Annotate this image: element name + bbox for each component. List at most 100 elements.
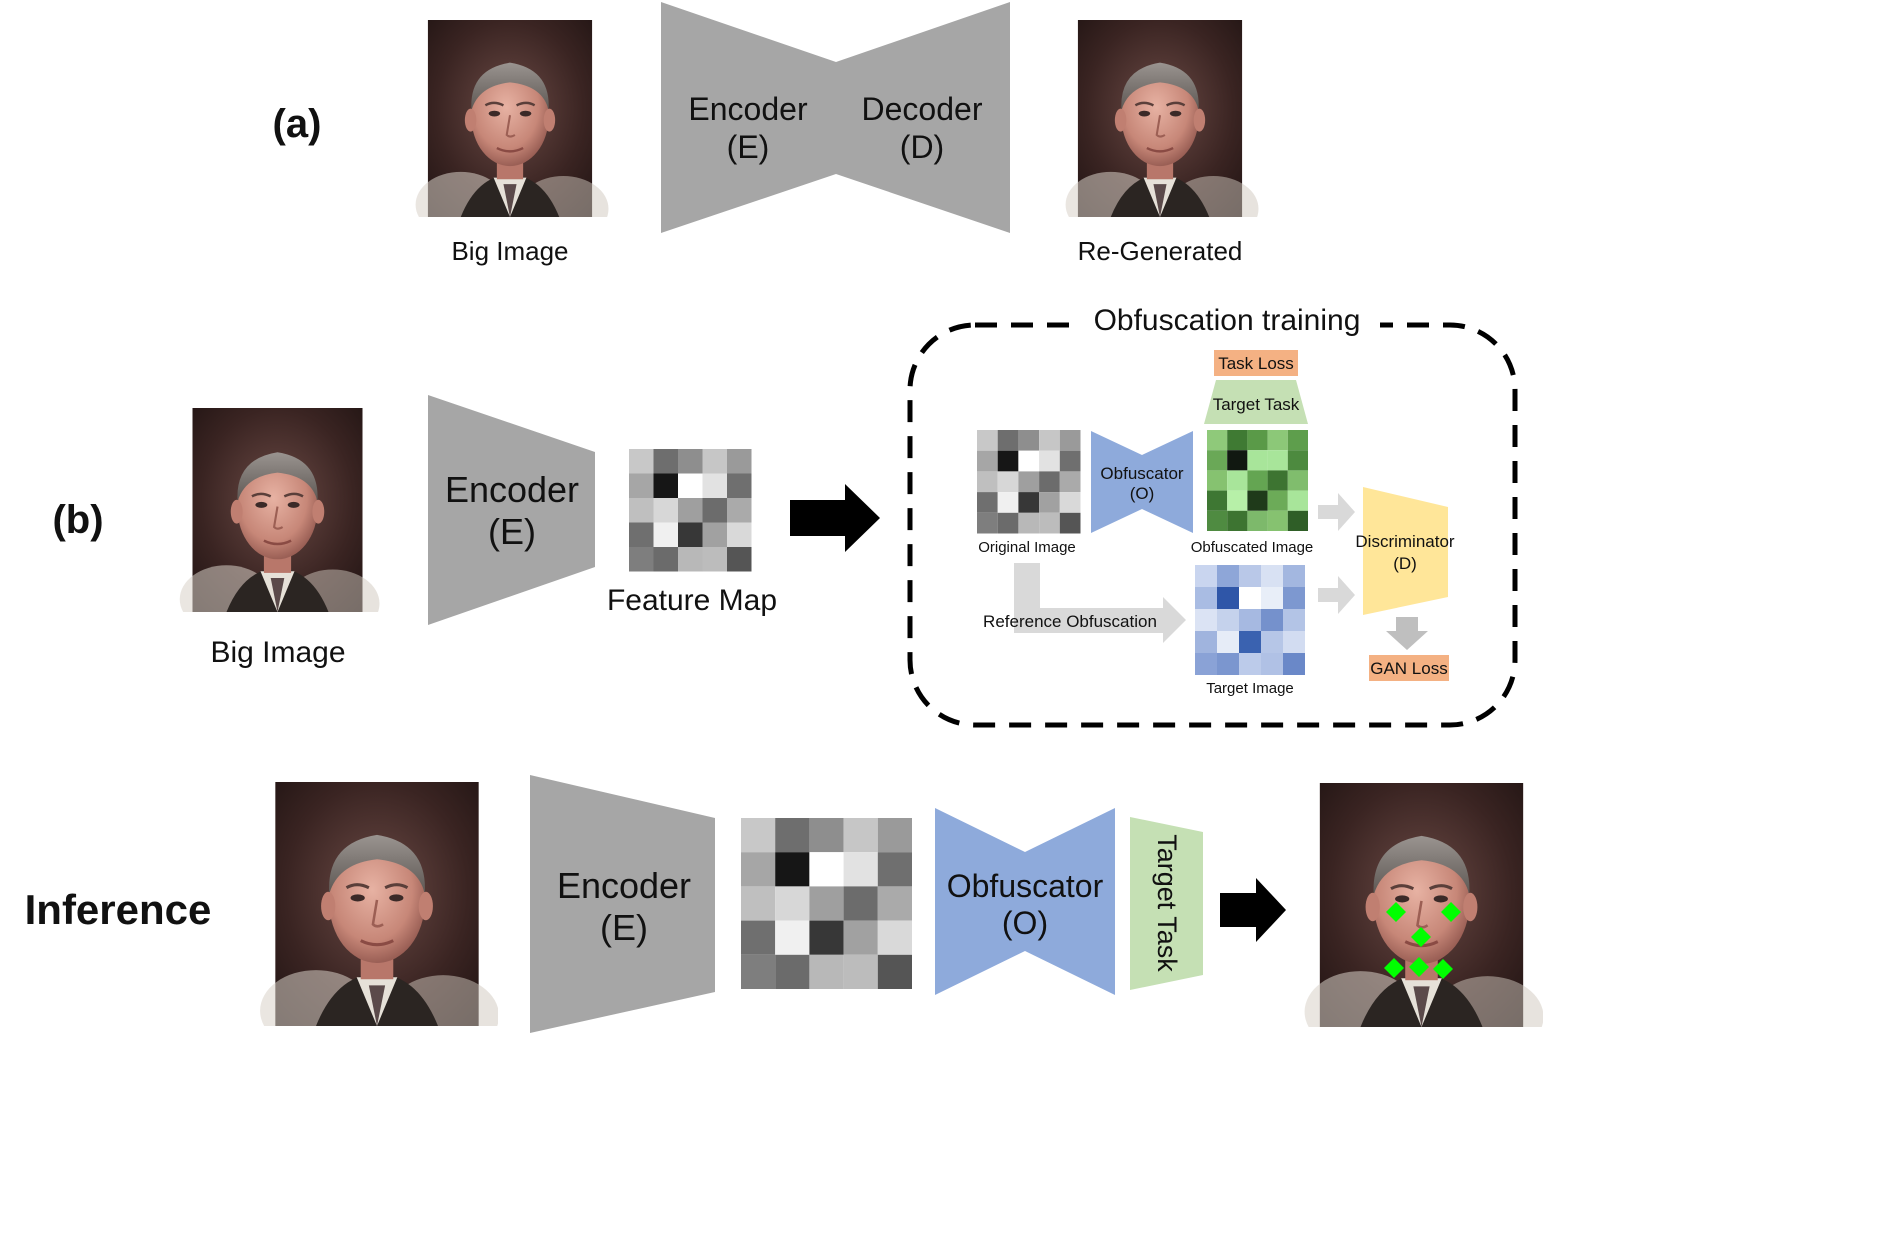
original-image-grid-cell: [1059, 512, 1081, 534]
inference-feature-map-cell: [877, 920, 912, 955]
row-b-feature-map-cell: [702, 522, 727, 547]
row-b-feature-map-cell: [653, 547, 678, 572]
row-b-feature-map-cell: [727, 547, 752, 572]
obfuscated-image-grid-cell: [1287, 450, 1308, 471]
target-image-grid-cell: [1283, 653, 1305, 675]
target-image-grid-cell: [1217, 609, 1239, 631]
inference-encoder-label: Encoder: [557, 865, 691, 906]
original-image-grid-cell: [997, 512, 1019, 534]
obfuscated-image-grid-cell: [1247, 430, 1268, 451]
reference-obfuscation-arrow: [1014, 563, 1186, 643]
row-b-feature-map-cell: [727, 473, 752, 498]
obfuscated-image-grid-cell: [1227, 470, 1248, 491]
obfuscated-image-grid-cell: [1267, 470, 1288, 491]
original-image-grid-cell: [1018, 450, 1040, 472]
original-image-grid-cell: [1039, 492, 1060, 513]
inference-feature-map-cell: [809, 954, 844, 989]
diamond-marker-icon: [1384, 958, 1404, 978]
row-a-input-photo: [414, 20, 611, 217]
obfuscated-image-grid-cell: [1207, 510, 1228, 531]
obfuscated-image-grid-cell: [1247, 510, 1268, 531]
diamond-marker-icon: [1411, 927, 1431, 947]
target-image-grid-cell: [1195, 653, 1217, 675]
row-a-autoencoder-shape: [661, 2, 1010, 233]
target-image-grid-cell: [1217, 631, 1239, 653]
inference-feature-map-cell: [877, 818, 912, 853]
inference-encoder-sub: (E): [600, 907, 648, 948]
row-b-feature-map: [629, 449, 752, 572]
row-b-feature-map-cell: [702, 473, 727, 498]
landmark-markers: [1384, 902, 1461, 979]
obfuscated-image-grid-cell: [1247, 470, 1268, 491]
inference-feature-map-cell: [877, 886, 912, 921]
row-b-tag: (b): [52, 498, 103, 542]
obfuscated-image-grid-cell: [1287, 470, 1308, 491]
inference-feature-map-cell: [809, 852, 844, 887]
obfuscated-to-discriminator-arrow: [1318, 493, 1355, 531]
discriminator-down-arrow: [1386, 617, 1428, 650]
inference-feature-map-cell: [843, 852, 878, 887]
original-image-grid-cell: [977, 450, 998, 472]
row-b-feature-map-cell: [727, 449, 752, 474]
original-image-grid-cell: [1059, 471, 1081, 493]
row-a-output-photo: [1064, 20, 1261, 217]
original-image-grid-cell: [1039, 450, 1060, 472]
row-a-input-caption: Big Image: [451, 236, 568, 266]
target-image-grid-cell: [1217, 587, 1239, 609]
training-title-backdrop: [1075, 302, 1380, 342]
diamond-marker-icon: [1433, 959, 1453, 979]
inference-feature-map-cell: [843, 818, 878, 853]
target-image-grid-cell: [1195, 609, 1217, 631]
original-image-grid-cell: [1039, 430, 1060, 451]
inference-feature-map-cell: [809, 920, 844, 955]
row-b-encoder-sub: (E): [488, 511, 536, 552]
inference-obfuscator-sub: (O): [1002, 905, 1048, 941]
obfuscated-image-grid-cell: [1207, 490, 1228, 511]
obfuscated-image-grid-cell: [1247, 490, 1268, 511]
diamond-marker-icon: [1441, 902, 1461, 922]
inference-input-photo: [258, 782, 498, 1026]
target-image-grid-cell: [1195, 587, 1217, 609]
original-image-grid-cell: [997, 450, 1019, 472]
inference-target-task-label: Target Task: [1152, 834, 1182, 972]
row-a-encoder-label: Encoder: [688, 91, 808, 127]
original-image-grid-cell: [1059, 450, 1081, 472]
original-image-grid-cell: [977, 492, 998, 513]
inference-right-arrow-icon: [1220, 878, 1286, 942]
inference-feature-map: [741, 818, 912, 989]
obfuscated-image-grid-cell: [1207, 470, 1228, 491]
target-task-head: [1204, 380, 1308, 424]
row-b-feature-map-cell: [629, 522, 654, 547]
row-a-output-caption: Re-Generated: [1078, 236, 1243, 266]
inference-feature-map-cell: [775, 954, 810, 989]
row-b-input-caption: Big Image: [210, 636, 345, 669]
inference-feature-map-cell: [741, 954, 776, 989]
original-image-grid-cell: [977, 512, 998, 534]
original-image-grid-cell: [997, 471, 1019, 493]
inference-output-photo: [1302, 783, 1543, 1027]
row-b-feature-map-cell: [629, 498, 654, 523]
row-b-feature-map-cell: [629, 547, 654, 572]
obfuscated-image-grid-cell: [1207, 450, 1228, 471]
obfuscated-image-grid: [1207, 430, 1308, 531]
row-b-right-arrow-icon: [790, 484, 880, 552]
obfuscated-image-grid-cell: [1267, 450, 1288, 471]
row-b-feature-caption: Feature Map: [607, 584, 777, 617]
obfuscated-image-grid-cell: [1287, 490, 1308, 511]
original-image-caption: Original Image: [978, 539, 1076, 556]
obfuscated-image-caption: Obfuscated Image: [1191, 539, 1314, 556]
original-image-grid-cell: [977, 471, 998, 493]
row-b-feature-map-cell: [678, 498, 703, 523]
obfuscated-image-grid-cell: [1227, 510, 1248, 531]
original-image-grid-cell: [1039, 512, 1060, 534]
row-b-feature-map-cell: [702, 498, 727, 523]
row-a-decoder-label: Decoder: [862, 91, 983, 127]
obfuscated-image-grid-cell: [1287, 430, 1308, 451]
inference-feature-map-cell: [741, 886, 776, 921]
inference-obfuscator-shape: [935, 808, 1115, 995]
row-b-feature-map-cell: [702, 449, 727, 474]
obfuscated-image-grid-cell: [1227, 430, 1248, 451]
original-image-grid-cell: [1039, 471, 1060, 493]
gan-loss-badge: [1369, 655, 1449, 681]
